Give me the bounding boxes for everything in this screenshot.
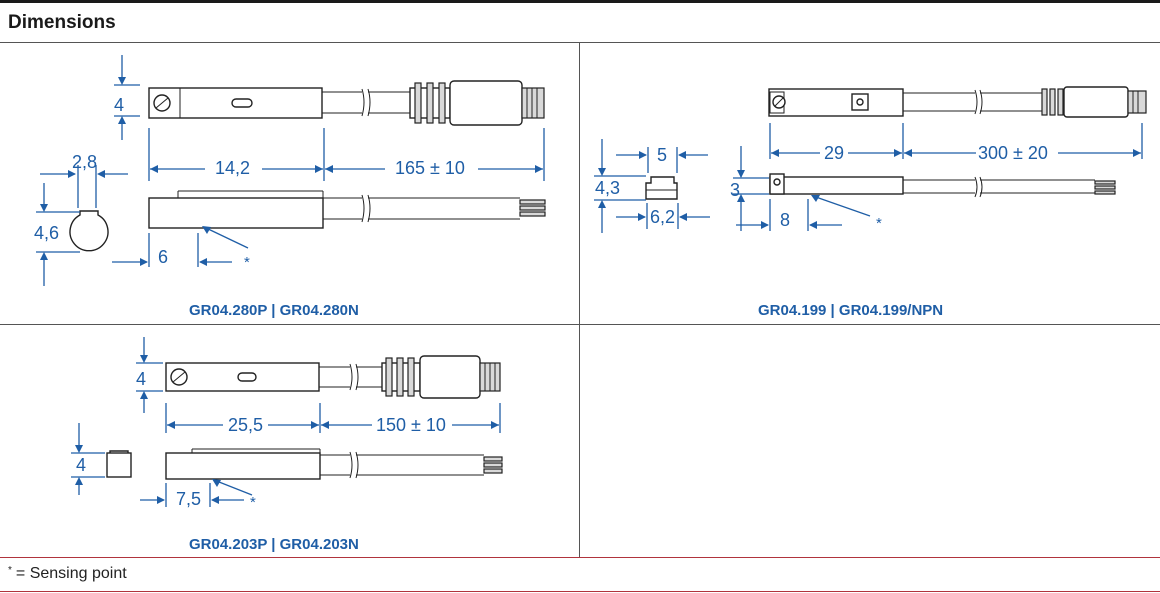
sensing-point-mark-203: * <box>250 494 256 511</box>
dim-offset-8: 8 <box>780 210 790 230</box>
footnote-text: = Sensing point <box>15 565 127 582</box>
top-rule <box>0 0 1160 3</box>
dim-width-2-8: 2,8 <box>72 152 97 172</box>
dim-cable-165: 165 ± 10 <box>395 158 465 178</box>
title-divider <box>0 42 1160 43</box>
dim-length-25-5: 25,5 <box>228 415 263 435</box>
dim-height-3: 3 <box>730 180 740 200</box>
dim-length-14-2: 14,2 <box>215 158 250 178</box>
caption-gr04-199: GR04.199 | GR04.199/NPN <box>758 302 944 319</box>
footnote-top-rule <box>0 557 1160 558</box>
dim-offset-7-5: 7,5 <box>176 489 201 509</box>
caption-gr04-203: GR04.203P | GR04.203N <box>189 536 359 553</box>
sensing-point-mark-199: * <box>876 215 882 232</box>
dim-width-5: 5 <box>657 145 667 165</box>
dim-height-4: 4 <box>114 95 124 115</box>
grid-horizontal-divider-left <box>0 324 580 325</box>
dim-cable-300: 300 ± 20 <box>978 143 1048 163</box>
footnote-bottom-rule <box>0 591 1160 592</box>
panel-gr04-203-drawing: 4 25,5 150 ± 10 4 <box>71 337 503 511</box>
caption-gr04-280: GR04.280P | GR04.280N <box>189 302 359 319</box>
dim-width-6-2: 6,2 <box>650 207 675 227</box>
dim-height-4-3: 4,3 <box>595 178 620 198</box>
dim-profile-4: 4 <box>76 455 86 475</box>
dim-offset-6: 6 <box>158 247 168 267</box>
dim-diameter-4-6: 4,6 <box>34 223 59 243</box>
dim-height-4-203: 4 <box>136 369 146 389</box>
section-title: Dimensions <box>8 12 116 33</box>
footnote-mark: * <box>8 565 12 576</box>
sensing-point-mark: * <box>244 254 250 271</box>
panel-gr04-280-drawing: 4 14,2 165 ± 10 2,8 4,6 <box>34 55 546 286</box>
panel-gr04-199-drawing: 29 300 ± 20 5 4,3 6,2 3 8 <box>594 86 1147 233</box>
grid-vertical-divider <box>579 43 580 557</box>
dim-cable-150: 150 ± 10 <box>376 415 446 435</box>
grid-horizontal-divider-right <box>580 324 1160 325</box>
footnote: *= Sensing point <box>8 565 127 583</box>
dim-length-29: 29 <box>824 143 844 163</box>
